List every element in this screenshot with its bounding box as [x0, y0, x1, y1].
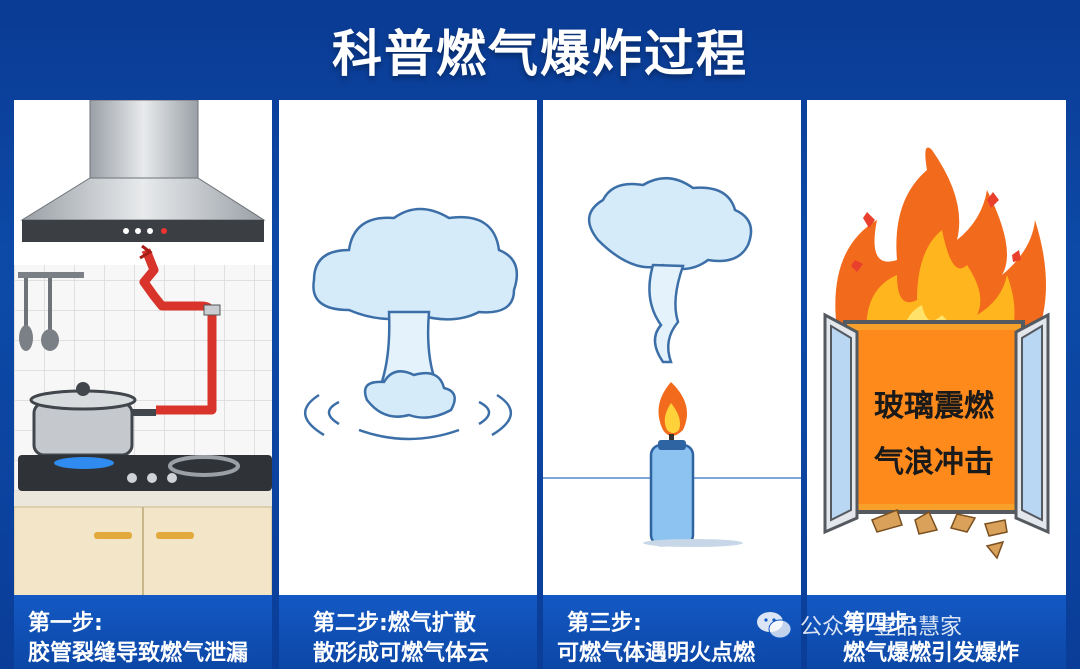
explosion-text-2: 气浪冲击	[874, 445, 994, 480]
watermark-prefix: 公众号	[800, 615, 867, 640]
step-4-caption: 第四步: 燃气爆燃引发爆炸	[807, 595, 1066, 669]
step-1-caption: 第一步: 胶管裂缝导致燃气泄漏	[14, 595, 272, 669]
explosion-illustration: 玻璃震燃 气浪冲击	[823, 147, 1050, 560]
shockwave-icon	[303, 393, 513, 441]
hose-crack-icon	[139, 244, 153, 260]
ignition-illustration	[543, 177, 801, 547]
spoon-icon	[19, 325, 33, 351]
window-shutter-left	[823, 312, 859, 535]
utensil-rail	[18, 272, 84, 278]
hood-chimney	[89, 100, 199, 179]
cabinet-handle-icon	[94, 532, 132, 539]
step-3-panel: 第三步: 可燃气体遇明火点燃	[543, 100, 801, 669]
step-4-text: 燃气爆燃引发爆炸	[843, 641, 1020, 666]
lighter-icon	[649, 440, 695, 547]
step-2-text: 散形成可燃气体云	[313, 641, 490, 666]
step-3-caption: 第三步: 可燃气体遇明火点燃	[543, 595, 801, 669]
sparks-icon	[851, 192, 1021, 272]
step-2-label: 第二步:燃气扩散	[313, 611, 476, 636]
gas-cloud-icon	[588, 177, 753, 364]
step-3-text: 可燃气体遇明火点燃	[557, 641, 756, 666]
step-2-panel: 第二步:燃气扩散 散形成可燃气体云	[279, 100, 537, 669]
step-1-panel: 第一步: 胶管裂缝导致燃气泄漏	[14, 100, 272, 669]
gas-cloud-illustration	[303, 207, 519, 441]
gas-cloud-icon	[312, 207, 519, 419]
step-3-label: 第三步:	[567, 611, 642, 636]
pot-icon	[32, 401, 134, 457]
step-1-label: 第一步:	[28, 611, 103, 636]
step-1-text: 胶管裂缝导致燃气泄漏	[28, 641, 249, 666]
step-4-panel: 玻璃震燃 气浪冲击 第四步: 燃气爆燃引发爆炸	[807, 100, 1066, 669]
kitchen-illustration	[14, 100, 272, 600]
ladle-icon	[41, 329, 59, 351]
watermark-name: 壹品慧家	[874, 615, 963, 640]
step-2-caption: 第二步:燃气扩散 散形成可燃气体云	[279, 595, 537, 669]
window-shutter-right	[1014, 312, 1050, 535]
wechat-logo-icon	[757, 612, 792, 639]
fire-icon	[835, 147, 1046, 345]
explosion-text-1: 玻璃震燃	[874, 389, 995, 424]
burner-icon	[168, 455, 240, 477]
watermark: 公众号 壹品慧家	[756, 608, 962, 642]
range-hood	[20, 177, 266, 221]
cabinet-handle-icon	[156, 532, 194, 539]
blue-flame-icon	[54, 457, 114, 469]
page-title: 科普燃气爆炸过程	[332, 25, 748, 83]
candle-flame-icon	[658, 382, 687, 436]
glass-shards-icon	[871, 509, 1008, 560]
step-4-label: 第四步:	[843, 611, 918, 636]
hood-base	[22, 220, 264, 242]
